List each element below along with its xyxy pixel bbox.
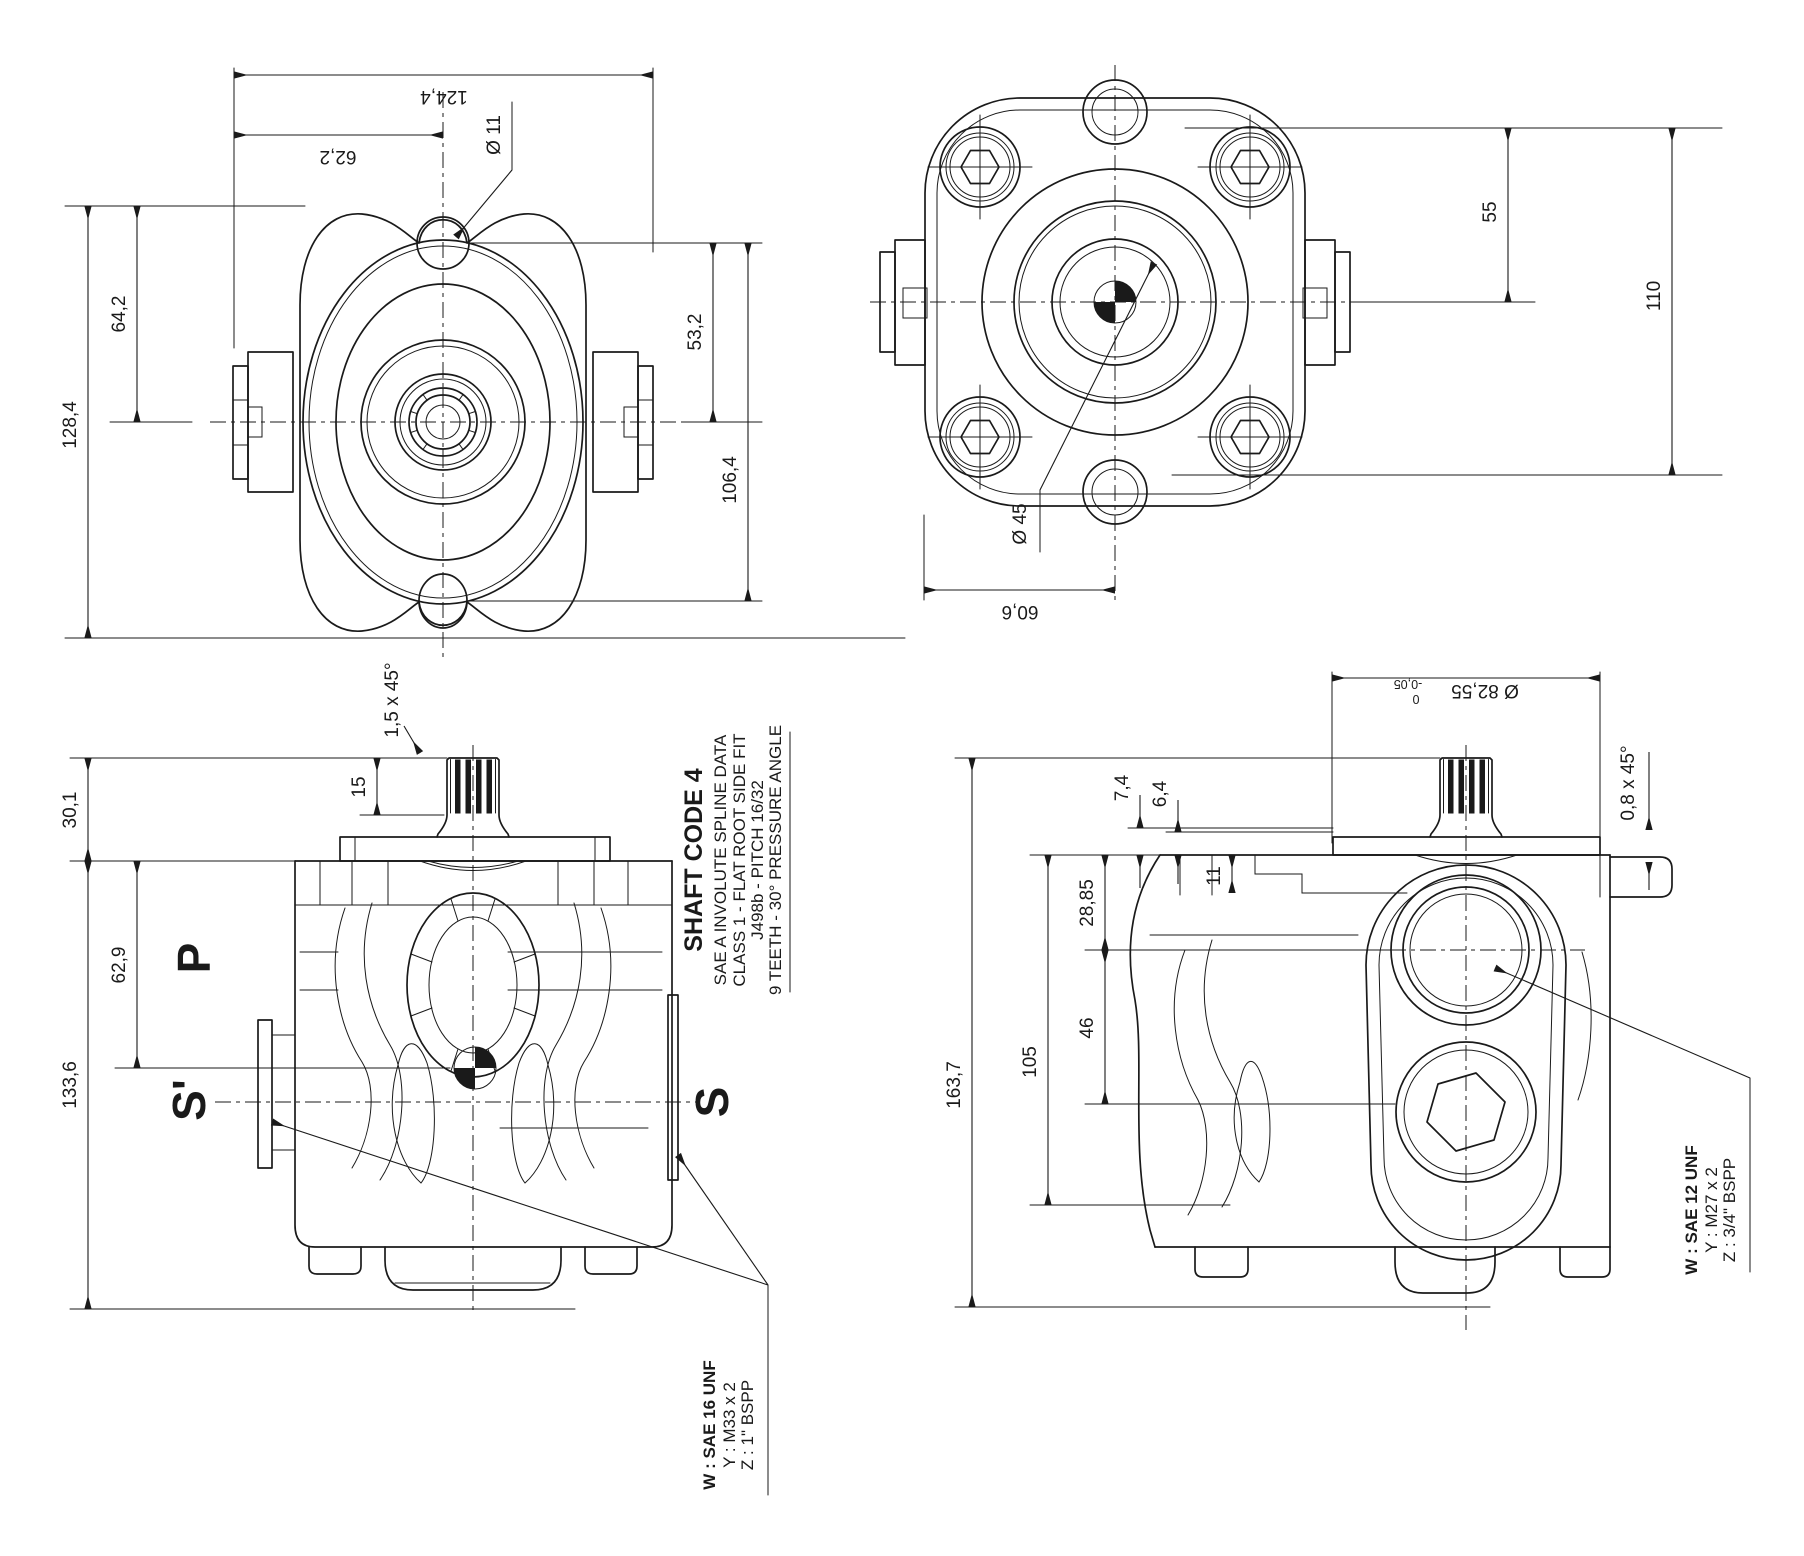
side-view-right: 163,7 105 28,85 46 11 7,4 [944, 671, 1751, 1330]
dim-body-height: 133,6 [60, 861, 576, 1310]
side-left-center-mark [453, 1046, 497, 1090]
shaft-note-line4: 9 TEETH - 30° PRESSURE ANGLE [766, 725, 785, 995]
port-note-right-y: Y : M27 x 2 [1702, 1167, 1721, 1253]
dim-right-upper: 53,2 [681, 243, 763, 423]
dim-text-64: 6,4 [1150, 780, 1171, 807]
dim-hole-dia: Ø 11 [453, 101, 513, 240]
dim-text-74: 7,4 [1112, 774, 1133, 801]
dim-bolt-upper: 55 [1361, 128, 1536, 303]
port-note-left-z: Z : 1" BSPP [738, 1380, 757, 1470]
port-note-right: W : SAE 12 UNF Y : M27 x 2 Z : 3/4" BSPP [1493, 964, 1751, 1275]
shaft-note-line2: CLASS 1 - FLAT ROOT SIDE FIT [730, 733, 749, 986]
mounting-plate-left-view [339, 836, 611, 862]
shaft-note-line1: SAE A INVOLUTE SPLINE DATA [711, 734, 730, 985]
dim-text-8255-tol-lo: -0,05 [1394, 677, 1423, 691]
rear-body-outline [924, 97, 1306, 507]
dim-lip-74: 7,4 [1112, 774, 1334, 888]
dim-shaft-proj: 30,1 [60, 758, 92, 861]
dim-upper-height: 64,2 [109, 206, 193, 423]
dim-pilot-dia-right: Ø 82,55 0 -0,05 [1331, 671, 1601, 844]
dim-text-163: 163,7 [944, 1061, 965, 1109]
foot-right-right-view [1559, 1246, 1611, 1278]
front-view: 124,4 62,2 Ø 11 64,2 128,4 53,2 [60, 67, 906, 662]
dim-text-half-width: 62,2 [320, 146, 357, 167]
dim-text-11: 11 [1204, 866, 1225, 886]
rear-bolt-bottom-right [1197, 384, 1303, 490]
dim-text-upper-height: 64,2 [109, 296, 130, 333]
dim-text-right-overall: 106,4 [720, 456, 741, 504]
dim-text-overall-width: 124,4 [420, 86, 468, 107]
shaft-recess-arc-right [1414, 854, 1518, 864]
dim-right-overall: 106,4 [469, 243, 763, 602]
port-note-left-w: W : SAE 16 UNF [700, 1360, 719, 1489]
side-view-left: P S' S 30,1 133,6 62,9 1,5 x 45° 15 [60, 662, 791, 1496]
dim-text-105: 105 [1020, 1046, 1041, 1078]
dim-text-chamfer-left: 1,5 x 45° [382, 662, 403, 737]
rear-bolt-top-left [927, 114, 1033, 220]
dim-spline-len: 15 [349, 758, 445, 816]
foot-right [584, 1246, 638, 1275]
rear-bolt-bottom-left [927, 384, 1033, 490]
dim-overall-height-right: 163,7 [944, 758, 1491, 1308]
bottom-boss-right-view [1394, 1246, 1496, 1294]
dim-text-bolt-span: 110 [1644, 281, 1665, 311]
dim-text-pilot-dia: Ø 45 [1010, 503, 1031, 544]
dim-chamfer-right: 0,8 x 45° [1618, 745, 1653, 890]
dim-port-top: 28,85 [1077, 855, 1391, 951]
foot-left [308, 1246, 362, 1275]
dim-lower-width: 60,6 [923, 514, 1115, 622]
port-face-s [667, 994, 679, 1181]
dim-text-port-height: 62,9 [109, 947, 130, 984]
port-note-left: W : SAE 16 UNF Y : M33 x 2 Z : 1" BSPP [270, 1118, 769, 1496]
label-port-s-prime: S' [163, 1079, 215, 1121]
label-port-p: P [168, 943, 220, 974]
dim-bolt-span: 110 [1171, 128, 1723, 476]
dim-overall-width: 124,4 [233, 67, 654, 349]
dim-text-hole-dia: Ø 11 [484, 115, 505, 155]
dim-text-8255: Ø 82,55 [1451, 680, 1519, 701]
shaft-note-line3: J498b - PITCH 16/32 [748, 780, 767, 940]
rear-view: 55 110 60,6 Ø 45 [870, 65, 1723, 622]
dim-text-2885: 28,85 [1077, 879, 1098, 927]
dim-text-chamfer-right: 0,8 x 45° [1618, 745, 1639, 820]
rear-body-inner [936, 109, 1294, 495]
dim-text-spline-len: 15 [349, 776, 370, 797]
dim-port-height: 62,9 [109, 861, 451, 1069]
port-note-right-z: Z : 3/4" BSPP [1720, 1158, 1739, 1262]
dim-chamfer-left: 1,5 x 45° [382, 662, 424, 755]
dim-port-gap: 46 [1077, 950, 1396, 1105]
hex-plug [1426, 1072, 1506, 1152]
port-note-left-y: Y : M33 x 2 [720, 1382, 739, 1468]
port-note-right-w: W : SAE 12 UNF [1682, 1145, 1701, 1274]
dim-105: 105 [1020, 855, 1231, 1206]
dim-pilot-dia: Ø 45 [1010, 261, 1158, 553]
dim-overall-height: 128,4 [60, 206, 906, 639]
rear-bolt-top-right [1197, 114, 1303, 220]
dim-half-width: 62,2 [234, 131, 443, 167]
port-face-s-prime [257, 1019, 273, 1169]
body-left-view [257, 860, 679, 1291]
label-port-s: S [686, 1087, 738, 1118]
foot-left-right-view [1194, 1246, 1249, 1278]
dim-text-right-upper: 53,2 [685, 314, 706, 351]
shaft-note-title: SHAFT CODE 4 [680, 768, 708, 951]
port-boss-outline [1365, 864, 1567, 1261]
lower-plug-circle [1395, 1041, 1537, 1183]
dim-step-11: 11 [1204, 855, 1236, 893]
front-flange-outline [299, 213, 587, 632]
dim-text-bolt-upper: 55 [1480, 201, 1501, 222]
dim-text-lower-width: 60,6 [1002, 601, 1039, 622]
dim-text-overall-height: 128,4 [60, 401, 81, 449]
dim-lip-64: 6,4 [1150, 780, 1334, 884]
body-right-view [1129, 854, 1673, 1294]
dim-text-body-height: 133,6 [60, 1061, 81, 1109]
shaft-code-note: SHAFT CODE 4 SAE A INVOLUTE SPLINE DATA … [680, 725, 791, 995]
dim-text-8255-tol-hi: 0 [1412, 692, 1419, 706]
dim-text-shaft-proj: 30,1 [60, 792, 81, 829]
dim-text-46: 46 [1077, 1017, 1098, 1038]
